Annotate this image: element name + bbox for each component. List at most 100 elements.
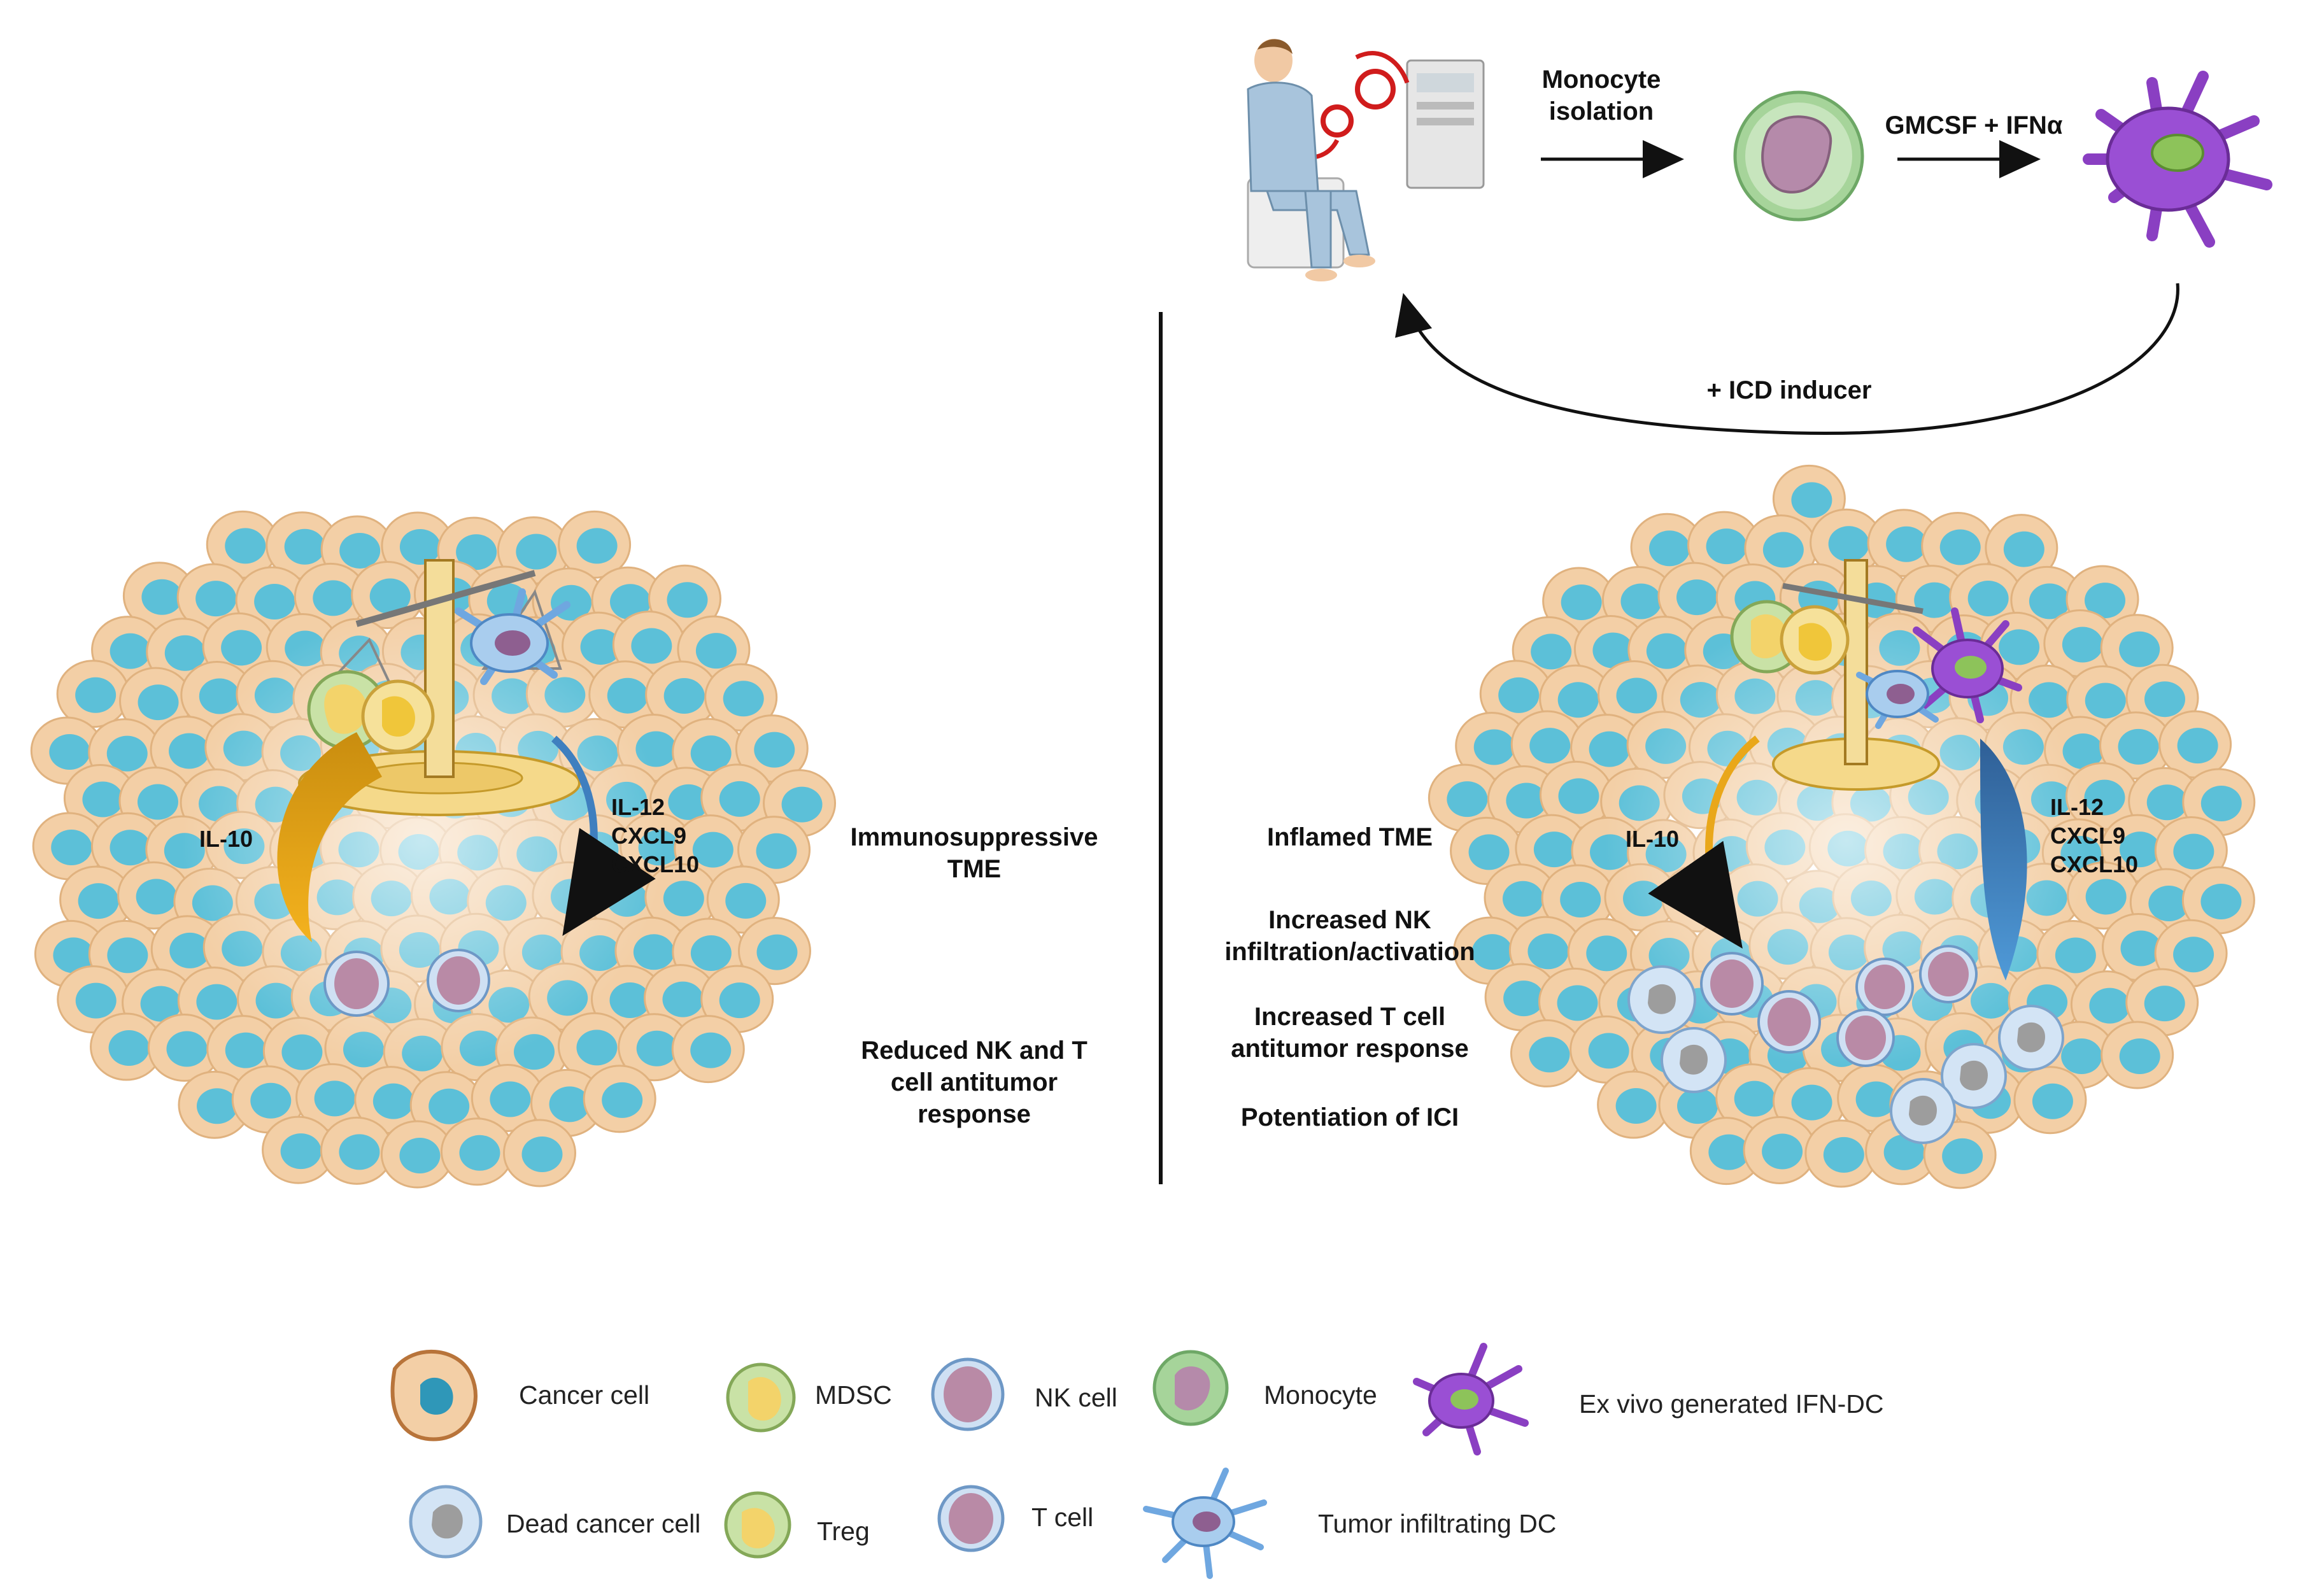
left-outcome-2: Reduced NK and T cell antitumor response xyxy=(861,1037,1088,1128)
legend-icon-cancer-cell xyxy=(390,1349,478,1441)
cancer-cell xyxy=(737,917,811,986)
cancer-cell xyxy=(2099,711,2173,780)
cancer-cell xyxy=(1743,1115,1817,1184)
cancer-cell xyxy=(1539,760,1613,829)
cancer-cell xyxy=(2125,968,2199,1037)
cancer-cell xyxy=(704,663,778,732)
cancer-cell xyxy=(90,1012,164,1081)
nk-t-cells-right xyxy=(1700,945,1978,1067)
cancer-cell xyxy=(32,812,106,881)
cancer-cell xyxy=(2158,710,2232,779)
legend-icon-nk-cell xyxy=(931,1357,1005,1431)
cancer-cell xyxy=(1867,509,1941,577)
cancer-cell xyxy=(497,516,570,584)
cancer-cell xyxy=(1597,1070,1671,1139)
il12-arrow-right xyxy=(1980,739,2027,981)
cancer-cell xyxy=(645,660,719,729)
cancer-cell xyxy=(706,865,780,934)
cancer-cell xyxy=(2067,861,2141,930)
step2-label: GMCSF + IFNα xyxy=(1885,111,2063,139)
right-outcome-2: Increased NK infiltration/activation xyxy=(1224,906,1475,966)
cancer-cell xyxy=(206,510,280,579)
cancer-cell xyxy=(1541,864,1615,933)
il10-arrow-left xyxy=(277,732,382,942)
nk-cells-left xyxy=(323,949,490,1017)
cancer-cell xyxy=(618,1013,691,1082)
legend-nk-cell: NK cell xyxy=(1035,1383,1117,1412)
apheresis-patient-illustration xyxy=(1247,39,1485,281)
icd-inducer-label: + ICD inducer xyxy=(1706,376,1872,404)
right-il12-label: IL-12 CXCL9 CXCL10 xyxy=(2050,794,2139,877)
cancer-cell xyxy=(700,965,774,1033)
legend-icon-mdsc xyxy=(726,1363,796,1433)
icd-return-arrow xyxy=(1395,283,2179,435)
left-il12-label: IL-12 CXCL9 CXCL10 xyxy=(611,794,700,877)
cancer-cell xyxy=(2101,1021,2174,1089)
cancer-cell xyxy=(1515,814,1589,882)
cancer-cell xyxy=(2154,816,2228,884)
left-il10-label: IL-10 xyxy=(199,826,253,852)
legend-icon-treg xyxy=(724,1491,791,1559)
cancer-cell xyxy=(1657,562,1731,630)
cancer-cell xyxy=(583,1065,656,1133)
cancer-cell xyxy=(1923,1121,1997,1189)
legend-icon-t-cell xyxy=(937,1485,1005,1552)
balance-scale-right xyxy=(1772,559,1940,791)
right-outcome-3: Increased T cell antitumor response xyxy=(1231,1003,1469,1063)
left-outcome-1: Immunosuppressive TME xyxy=(850,823,1098,883)
legend-monocyte: Monocyte xyxy=(1264,1380,1377,1410)
cancer-cell xyxy=(737,816,811,884)
cancer-cell xyxy=(700,763,774,832)
cancer-cell xyxy=(1895,565,1969,634)
step1-label: Monocyte isolation xyxy=(1541,66,1661,125)
legend-icon-monocyte xyxy=(1152,1350,1229,1426)
monocyte-cell xyxy=(1733,90,1864,222)
cancer-cell xyxy=(117,861,191,930)
cancer-cell xyxy=(440,1117,514,1186)
right-outcome-4: Potentiation of ICI xyxy=(1240,1103,1459,1131)
right-il10-label: IL-10 xyxy=(1625,826,1680,852)
cancer-cell xyxy=(294,562,367,631)
dead-cancer-cells-right xyxy=(1627,965,2064,1144)
cancer-cell xyxy=(354,1066,428,1135)
cancer-cell xyxy=(2101,814,2174,882)
cancer-cell xyxy=(558,510,632,579)
mdsc-treg-right xyxy=(1730,600,1850,675)
il12-arrow-left xyxy=(551,735,656,936)
tumor-dc-left xyxy=(455,588,570,685)
cancer-cell xyxy=(231,1065,305,1134)
cancer-cell xyxy=(1510,1019,1584,1087)
cancer-cell xyxy=(56,660,130,728)
legend-treg: Treg xyxy=(817,1517,870,1546)
legend-cancer-cell: Cancer cell xyxy=(519,1380,650,1410)
legend-icon-tumor-dc xyxy=(1143,1468,1267,1579)
cancer-cell xyxy=(266,511,339,580)
right-outcome-1: Inflamed TME xyxy=(1266,823,1433,851)
legend-tumor-dc: Tumor infiltrating DC xyxy=(1318,1509,1557,1538)
cancer-cell xyxy=(644,863,718,931)
ifn-dc-cell xyxy=(2083,71,2272,248)
legend-mdsc: MDSC xyxy=(815,1380,892,1410)
cancer-cell xyxy=(2013,1066,2087,1135)
tumor-dc-right xyxy=(1856,670,1939,729)
cancer-cell xyxy=(122,562,196,630)
cancer-cell xyxy=(320,1116,393,1185)
cancer-cell xyxy=(262,1115,336,1184)
cancer-cell xyxy=(671,1015,745,1084)
ifn-dc-in-tumor xyxy=(1913,607,2022,723)
cancer-cell xyxy=(502,1119,576,1187)
cancer-cell xyxy=(1804,1119,1878,1188)
cancer-cell xyxy=(147,1014,221,1082)
legend-t-cell: T cell xyxy=(1031,1503,1094,1532)
cancer-cell xyxy=(471,1063,544,1132)
mdsc-treg-left xyxy=(307,670,435,753)
cancer-cell xyxy=(735,714,809,783)
il10-arrow-right xyxy=(1648,735,1760,949)
cancer-cell xyxy=(1428,763,1501,832)
legend-ifn-dc: Ex vivo generated IFN-DC xyxy=(1579,1389,1884,1419)
legend-icon-ifn-dc xyxy=(1413,1343,1529,1455)
cancer-cell xyxy=(1689,1117,1763,1186)
legend-icon-dead-cancer-cell xyxy=(409,1485,483,1559)
legend-dead-cancer-cell: Dead cancer cell xyxy=(506,1509,701,1538)
